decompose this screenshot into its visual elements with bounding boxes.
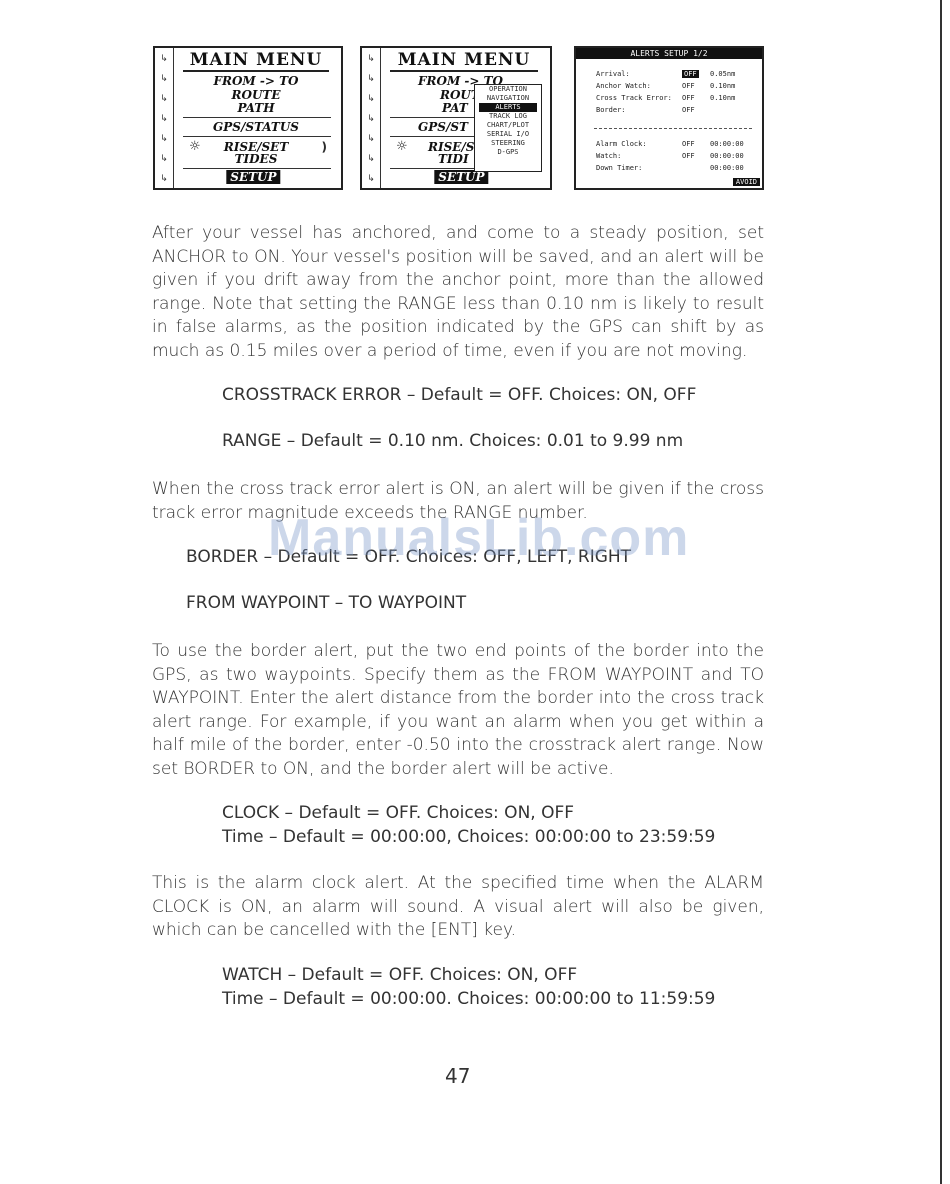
sun-icon: ☼ (189, 139, 201, 154)
popup-item-serial-io[interactable]: SERIAL I/O (486, 130, 530, 138)
popup-item-d-gps[interactable]: D-GPS (497, 148, 519, 156)
setup-popup-menu: OPERATION NAVIGATION ALERTS TRACK LOG CH… (474, 84, 542, 172)
avoid-softkey[interactable]: AVOID (732, 178, 760, 186)
menu-item-gps-status[interactable]: GPS/STATUS (213, 120, 299, 134)
rise-set-suffix: ) (321, 140, 327, 154)
paragraph-border: To use the border alert, put the two end… (152, 641, 764, 779)
menu-item-route[interactable]: ROUTE (231, 88, 281, 102)
menu-item-route[interactable]: ROUT (440, 88, 480, 102)
popup-item-steering[interactable]: STEERING (491, 139, 525, 147)
menu-item-path[interactable]: PAT (442, 101, 468, 115)
option-clock-time: Time – Default = 00:00:00, Choices: 00:0… (222, 827, 716, 847)
main-menu-screen: ↳↳↳↳↳↳↳ MAIN MENU FROM -> TO ROUTE PATH … (153, 46, 343, 190)
option-watch-time: Time – Default = 00:00:00. Choices: 00:0… (222, 989, 716, 1009)
option-clock: CLOCK – Default = OFF. Choices: ON, OFF (222, 803, 575, 823)
menu-item-tides[interactable]: TIDES (234, 152, 278, 166)
paragraph-alarm-clock: This is the alarm clock alert. At the sp… (152, 873, 764, 940)
menu-item-setup[interactable]: SETUP (434, 170, 489, 184)
option-border: BORDER – Default = OFF. Choices: OFF, LE… (186, 547, 632, 567)
option-crosstrack-error: CROSSTRACK ERROR – Default = OFF. Choice… (222, 385, 697, 405)
option-watch: WATCH – Default = OFF. Choices: ON, OFF (222, 965, 578, 985)
menu-title: MAIN MENU (397, 50, 531, 70)
page-number: 47 (445, 1064, 471, 1088)
manualslib-watermark: ManualsLib.com (268, 509, 690, 567)
screen-left-rail: ↳↳↳↳↳↳↳ (362, 48, 381, 188)
menu-item-path[interactable]: PATH (237, 101, 275, 115)
menu-item-tides[interactable]: TIDI (438, 152, 469, 166)
menu-item-setup[interactable]: SETUP (226, 170, 281, 184)
alerts-setup-screen: ALERTS SETUP 1/2 Arrival: OFF 0.05nm Anc… (574, 46, 764, 190)
alerts-title: ALERTS SETUP 1/2 (576, 48, 762, 59)
popup-item-chart-plot[interactable]: CHART/PLOT (486, 121, 530, 129)
menu-item-from-to[interactable]: FROM -> TO (213, 74, 299, 88)
sun-icon: ☼ (396, 139, 408, 154)
paragraph-anchor: After your vessel has anchored, and come… (152, 223, 764, 361)
main-menu-setup-screen: ↳↳↳↳↳↳↳ MAIN MENU FROM -> TO ROUT PAT GP… (360, 46, 552, 190)
popup-item-alerts[interactable]: ALERTS (479, 103, 537, 112)
option-range: RANGE – Default = 0.10 nm. Choices: 0.01… (222, 431, 684, 451)
page-edge-line (940, 0, 942, 1184)
alerts-divider (594, 128, 752, 129)
menu-item-rise-set[interactable]: RISE/SET (223, 140, 289, 154)
paragraph-crosstrack: When the cross track error alert is ON, … (152, 479, 764, 523)
menu-title: MAIN MENU (189, 50, 323, 70)
menu-item-rise-set[interactable]: RISE/S (428, 140, 475, 154)
screen-left-rail: ↳↳↳↳↳↳↳ (155, 48, 174, 188)
popup-item-operation[interactable]: OPERATION (489, 85, 527, 93)
menu-item-gps-status[interactable]: GPS/ST (418, 120, 468, 134)
popup-item-navigation[interactable]: NAVIGATION (486, 94, 530, 102)
arrival-state-badge[interactable]: OFF (682, 70, 699, 78)
popup-item-track-log[interactable]: TRACK LOG (489, 112, 527, 120)
option-from-to-waypoint: FROM WAYPOINT – TO WAYPOINT (186, 593, 467, 613)
